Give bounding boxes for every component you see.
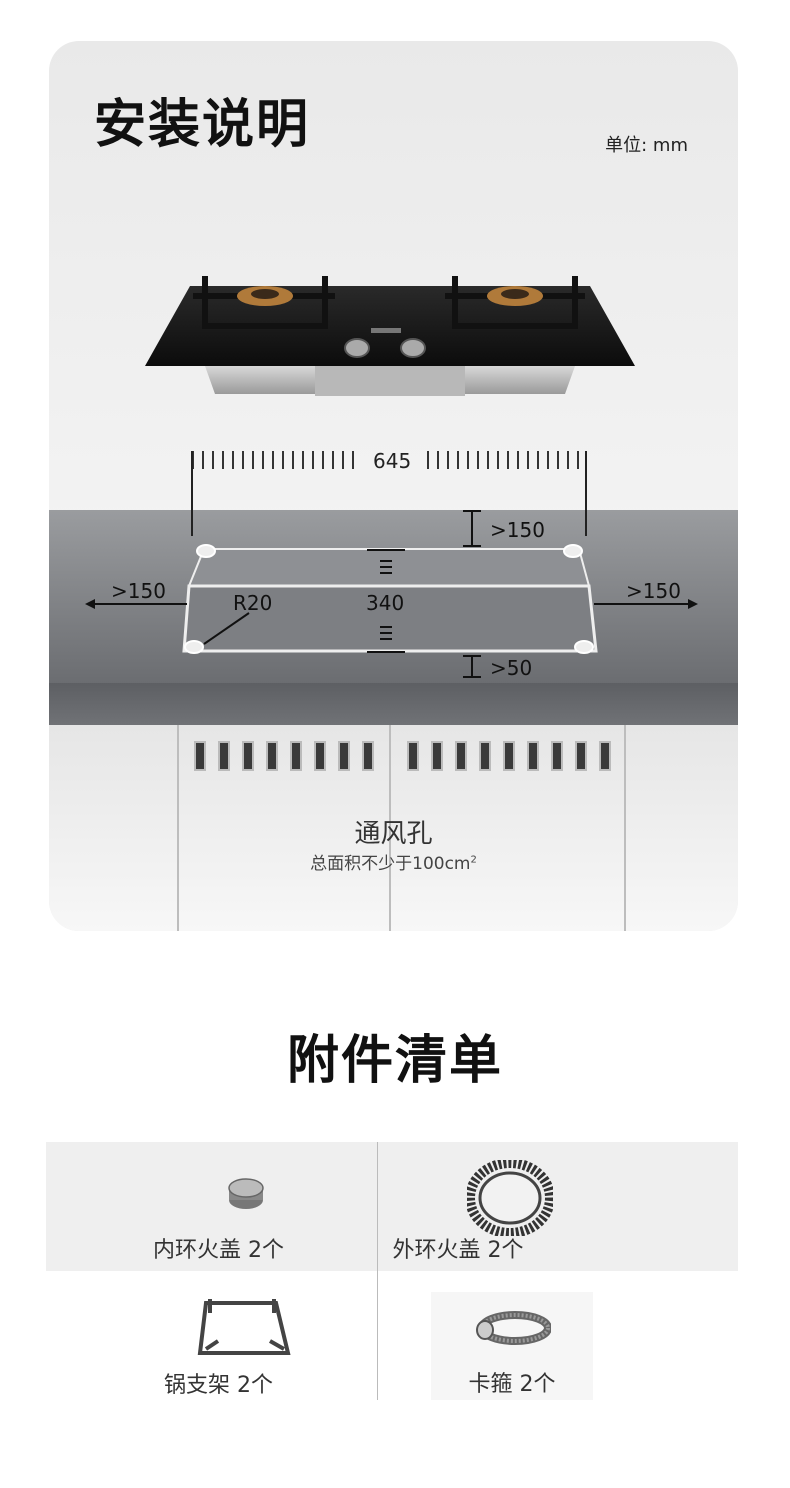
depth-dimension-label: 340 — [366, 591, 405, 615]
countertop-edge — [49, 683, 738, 725]
hose-clamp-icon — [476, 1311, 551, 1345]
accessories-grid: 内环火盖 2个 外环火盖 2个 锅支架 2个 卡箍 2个 — [46, 1142, 738, 1400]
cabinet-front — [49, 725, 738, 931]
left-clearance-label: >150 — [111, 579, 166, 603]
accessory-item: 外环火盖 2个 — [378, 1142, 738, 1271]
vent-title: 通风孔 — [354, 819, 433, 849]
install-diagram-card: 安装说明 单位: mm — [49, 41, 738, 931]
vent-requirement: 总面积不少于100cm2 — [310, 854, 477, 874]
accessories-title: 附件清单 — [286, 1031, 503, 1091]
front-clearance-label: >50 — [490, 656, 533, 680]
gas-cooktop-illustration — [145, 276, 635, 396]
pan-support-icon — [197, 1299, 291, 1355]
width-dimension-label: 645 — [373, 449, 412, 473]
accessory-item: 内环火盖 2个 — [46, 1142, 391, 1271]
accessory-label: 卡箍 2个 — [468, 1372, 556, 1397]
width-dimension: 645 — [192, 441, 587, 481]
accessory-item: 锅支架 2个 — [46, 1271, 391, 1400]
outer-burner-ring-icon — [467, 1160, 553, 1236]
right-clearance-label: >150 — [626, 579, 681, 603]
accessory-item: 卡箍 2个 — [431, 1292, 593, 1400]
inner-burner-cap-icon — [228, 1178, 264, 1209]
accessory-label: 锅支架 2个 — [164, 1373, 273, 1398]
accessory-label: 外环火盖 2个 — [392, 1238, 524, 1263]
unit-label: 单位: mm — [605, 135, 688, 156]
install-title: 安装说明 — [94, 95, 311, 155]
accessory-label: 内环火盖 2个 — [153, 1238, 284, 1263]
back-clearance-label: >150 — [490, 518, 545, 542]
corner-radius-label: R20 — [233, 591, 273, 615]
accessories-divider — [377, 1142, 378, 1400]
